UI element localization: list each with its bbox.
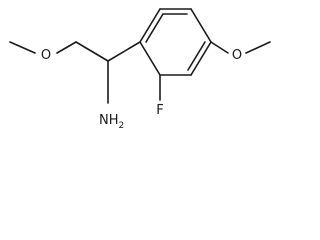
oxygen-label-left: O — [41, 48, 51, 63]
ring-bond-lower-right-inner — [187, 41, 206, 71]
amine-label-main: NH — [99, 113, 119, 128]
bond-ch2-to-o — [56, 41, 77, 54]
ring-bond-upper-left-inner — [145, 13, 164, 43]
bond-o-to-methyl-right — [245, 41, 271, 54]
ring-bond-lower-right — [190, 41, 212, 76]
ring-bond-lower-left — [139, 41, 161, 76]
bond-o-to-methyl — [9, 41, 36, 54]
benzene-ring — [139, 8, 212, 76]
ring-bond-upper-left — [139, 8, 161, 43]
chemical-structure-diagram: O O F NH2 — [9, 8, 271, 131]
bond-ch-to-ch2 — [75, 41, 109, 62]
oxygen-label-right: O — [232, 48, 242, 63]
bond-ring-to-o — [210, 41, 229, 54]
fluorine-label: F — [156, 103, 163, 118]
amine-label: NH2 — [99, 113, 124, 131]
ring-bond-upper-right — [190, 8, 212, 43]
amine-label-subscript: 2 — [119, 121, 125, 131]
bond-ring-to-ch — [107, 41, 141, 62]
